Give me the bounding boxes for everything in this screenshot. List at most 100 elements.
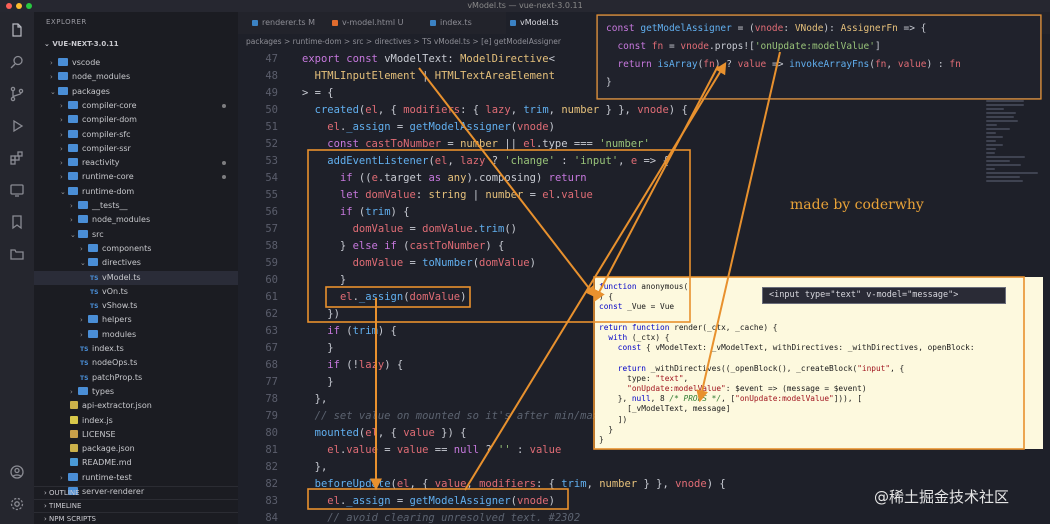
code-line[interactable]: 84 // avoid clearing unresolved text. #2… (238, 510, 998, 524)
tab-vModel-ts[interactable]: vModel.ts (506, 12, 598, 34)
source-control-icon[interactable] (9, 86, 25, 102)
code-line[interactable]: 77 } (238, 374, 998, 391)
code-line[interactable]: 52 const castToNumber = number || el.typ… (238, 136, 998, 153)
run-debug-icon[interactable] (9, 118, 25, 134)
code-line[interactable]: 58 } else if (castToNumber) { (238, 238, 998, 255)
compiled-line: [_vModelText, message] (599, 404, 731, 414)
license-file-icon (70, 429, 78, 438)
tree-item[interactable]: ›reactivity (34, 156, 238, 170)
tab-label: v-model.html U (342, 18, 404, 27)
tree-item[interactable]: ›vscode (34, 56, 238, 70)
tree-item[interactable]: ⌄src (34, 228, 238, 242)
tab-index-ts[interactable]: index.ts (426, 12, 506, 34)
code-line[interactable]: 67 } (238, 340, 998, 357)
chevron-down-icon: ⌄ (80, 259, 86, 268)
folder-icon (68, 143, 78, 152)
folder-icon[interactable] (9, 246, 25, 262)
tab-renderer-ts[interactable]: renderer.ts M (248, 12, 328, 34)
tree-item[interactable]: LICENSE (34, 428, 238, 442)
typescript-file-icon: TS (80, 346, 89, 353)
code-line[interactable]: 50 created(el, { modifiers: { lazy, trim… (238, 102, 998, 119)
files-icon[interactable] (9, 22, 25, 38)
tab-v-model-html[interactable]: v-model.html U (328, 12, 408, 34)
project-root[interactable]: ⌄ VUE-NEXT-3.0.11 (44, 40, 119, 48)
tree-item-label: package.json (82, 444, 135, 454)
tree-item[interactable]: api-extractor.json (34, 399, 238, 413)
compiled-line: const _Vue = Vue (599, 302, 675, 312)
tree-item-label: node_modules (72, 72, 131, 82)
tree-item[interactable]: README.md (34, 456, 238, 470)
tree-item[interactable]: ⌄directives (34, 256, 238, 270)
tree-item[interactable]: ⌄runtime-dom (34, 185, 238, 199)
close-window-button[interactable] (6, 3, 12, 9)
tree-item[interactable]: ›modules (34, 328, 238, 342)
tree-item[interactable]: ›compiler-dom (34, 113, 238, 127)
tree-item[interactable]: ›compiler-sfc (34, 128, 238, 142)
tree-item[interactable]: ›components (34, 242, 238, 256)
tree-item[interactable]: ⌄packages (34, 85, 238, 99)
tree-item[interactable]: index.js (34, 414, 238, 428)
code-line[interactable]: 54 if ((e.target as any).composing) retu… (238, 170, 998, 187)
maximize-window-button[interactable] (26, 3, 32, 9)
line-number: 55 (265, 189, 278, 201)
tree-item[interactable]: ›node_modules (34, 70, 238, 84)
breadcrumb[interactable]: packages > runtime-dom > src > directive… (246, 37, 562, 46)
tree-item[interactable]: ›compiler-ssr (34, 142, 238, 156)
code-line[interactable]: 63 if (trim) { (238, 323, 998, 340)
minimap-line (986, 116, 1015, 118)
made-by-label: made by coderwhy (790, 197, 924, 213)
chevron-down-icon: ⌄ (50, 87, 56, 96)
tree-item[interactable]: ›helpers (34, 313, 238, 327)
chevron-right-icon: › (80, 244, 83, 253)
bookmark-icon[interactable] (9, 214, 25, 230)
code-text: > = { (302, 87, 334, 99)
folder-icon (88, 243, 98, 252)
code-line[interactable]: 78 }, (238, 391, 998, 408)
tree-item-label: LICENSE (82, 429, 116, 439)
compiled-line: } (599, 424, 614, 434)
window-controls (6, 3, 32, 9)
code-text: created(el, { modifiers: { lazy, trim, n… (314, 104, 688, 116)
remote-icon[interactable] (9, 182, 25, 198)
code-line[interactable]: 59 domValue = toNumber(domValue) (238, 255, 998, 272)
tree-item[interactable]: ›__tests__ (34, 199, 238, 213)
code-line[interactable]: 53 addEventListener(el, lazy ? 'change' … (238, 153, 998, 170)
tree-item[interactable]: ›node_modules (34, 213, 238, 227)
settings-icon[interactable] (9, 496, 25, 512)
code-line[interactable]: 49> = { (238, 85, 998, 102)
code-line[interactable]: 82 }, (238, 459, 998, 476)
folder-icon (68, 100, 78, 109)
tree-item[interactable]: ›runtime-core (34, 170, 238, 184)
tree-item[interactable]: ›types (34, 385, 238, 399)
tree-item[interactable]: ›runtime-test (34, 471, 238, 485)
tree-item[interactable]: ›compiler-core (34, 99, 238, 113)
code-text: mounted(el, { value }) { (314, 427, 467, 439)
minimap-line (986, 112, 1016, 114)
code-line[interactable]: 51 el._assign = getModelAssigner(vnode) (238, 119, 998, 136)
minimize-window-button[interactable] (16, 3, 22, 9)
line-number: 58 (265, 240, 278, 252)
search-icon[interactable] (9, 54, 25, 70)
code-line[interactable]: 68 if (!lazy) { (238, 357, 998, 374)
sidebar-section-npm-scripts[interactable]: › NPM SCRIPTS (34, 512, 238, 524)
sidebar-section-outline[interactable]: › OUTLINE (34, 486, 238, 498)
code-text: addEventListener(el, lazy ? 'change' : '… (327, 155, 669, 167)
extensions-icon[interactable] (9, 150, 25, 166)
code-line[interactable]: 80 mounted(el, { value }) { (238, 425, 998, 442)
tree-item[interactable]: package.json (34, 442, 238, 456)
chevron-down-icon: ⌄ (70, 230, 76, 239)
typescript-file-icon: TS (90, 288, 99, 296)
tree-item-label: nodeOps.ts (92, 358, 138, 368)
line-number: 47 (265, 53, 278, 65)
account-icon[interactable] (9, 464, 25, 480)
sidebar-section-timeline[interactable]: › TIMELINE (34, 499, 238, 511)
tree-item[interactable]: ›server-renderer (34, 485, 238, 499)
code-line[interactable]: 57 domValue = domValue.trim() (238, 221, 998, 238)
